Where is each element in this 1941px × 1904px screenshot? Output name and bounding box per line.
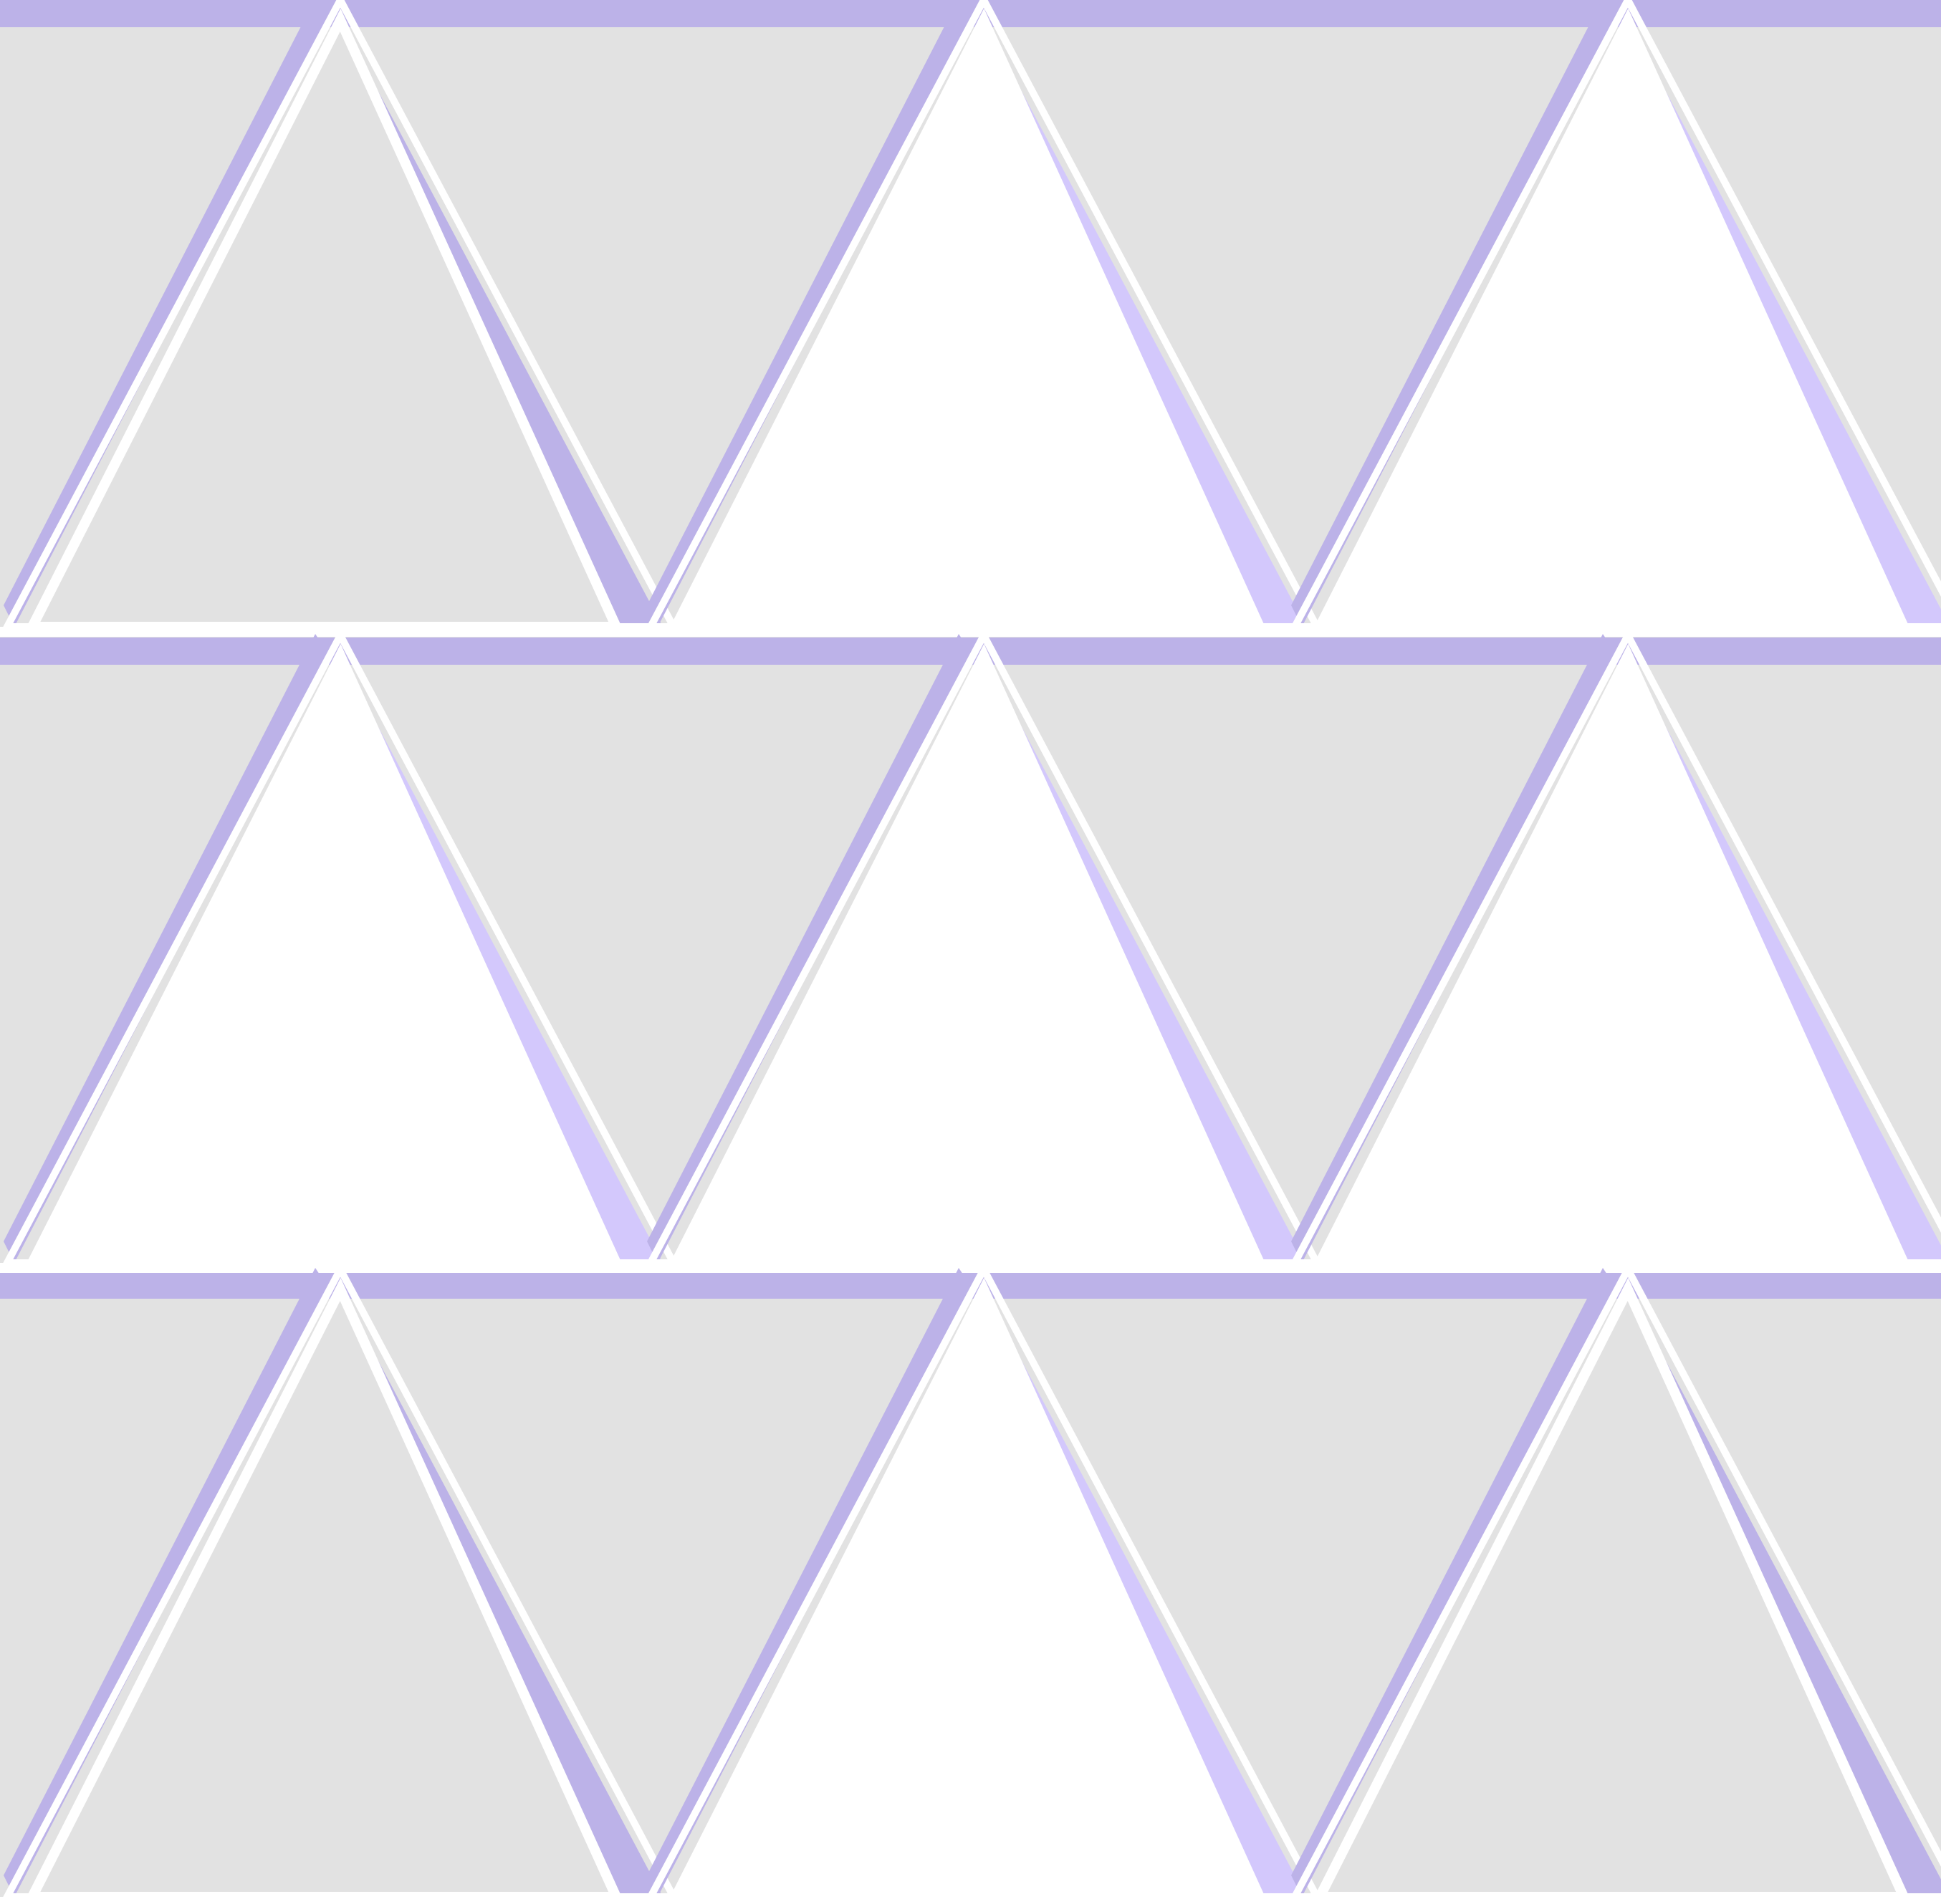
triangle-0-2 [1288, 0, 1941, 632]
triangle-outer-outline [1288, 0, 1941, 630]
triangle-2-2 [1288, 1261, 1941, 1902]
triangle-left-shadow [4, 634, 330, 1263]
triangle-outer-outline [1, 1261, 680, 1900]
triangle-left-shadow [4, 0, 330, 627]
triangle-outer-outline [1, 0, 680, 630]
triangle-2-0 [1, 1261, 680, 1902]
triangle-filled [1311, 8, 1912, 632]
triangle-0-0 [1, 0, 680, 632]
triangle-filled [667, 8, 1267, 632]
triangle-left-shadow [1291, 0, 1617, 627]
triangle-outer-outline [644, 0, 1323, 630]
triangle-filled [667, 643, 1267, 1268]
triangle-outline [24, 8, 624, 632]
triangle-filled [24, 643, 624, 1268]
triangle-0-1 [644, 0, 1323, 632]
triangle-1-1 [644, 628, 1323, 1268]
triangle-left-shadow [647, 1268, 973, 1897]
triangle-outline [1311, 1277, 1912, 1902]
triangle-outer-outline [1288, 1261, 1941, 1900]
triangle-1-0 [1, 628, 680, 1268]
triangle-outer-outline [644, 1261, 1323, 1900]
triangle-left-shadow [4, 1268, 330, 1897]
triangle-left-shadow [647, 0, 973, 627]
triangle-filled [667, 1277, 1267, 1902]
triangle-left-shadow [1291, 634, 1617, 1263]
triangle-filled [1311, 643, 1912, 1268]
triangle-2-1 [644, 1261, 1323, 1902]
triangle-left-shadow [647, 634, 973, 1263]
triangle-1-2 [1288, 628, 1941, 1268]
triangle-left-shadow [1291, 1268, 1617, 1897]
triangle-outline [24, 1277, 624, 1902]
